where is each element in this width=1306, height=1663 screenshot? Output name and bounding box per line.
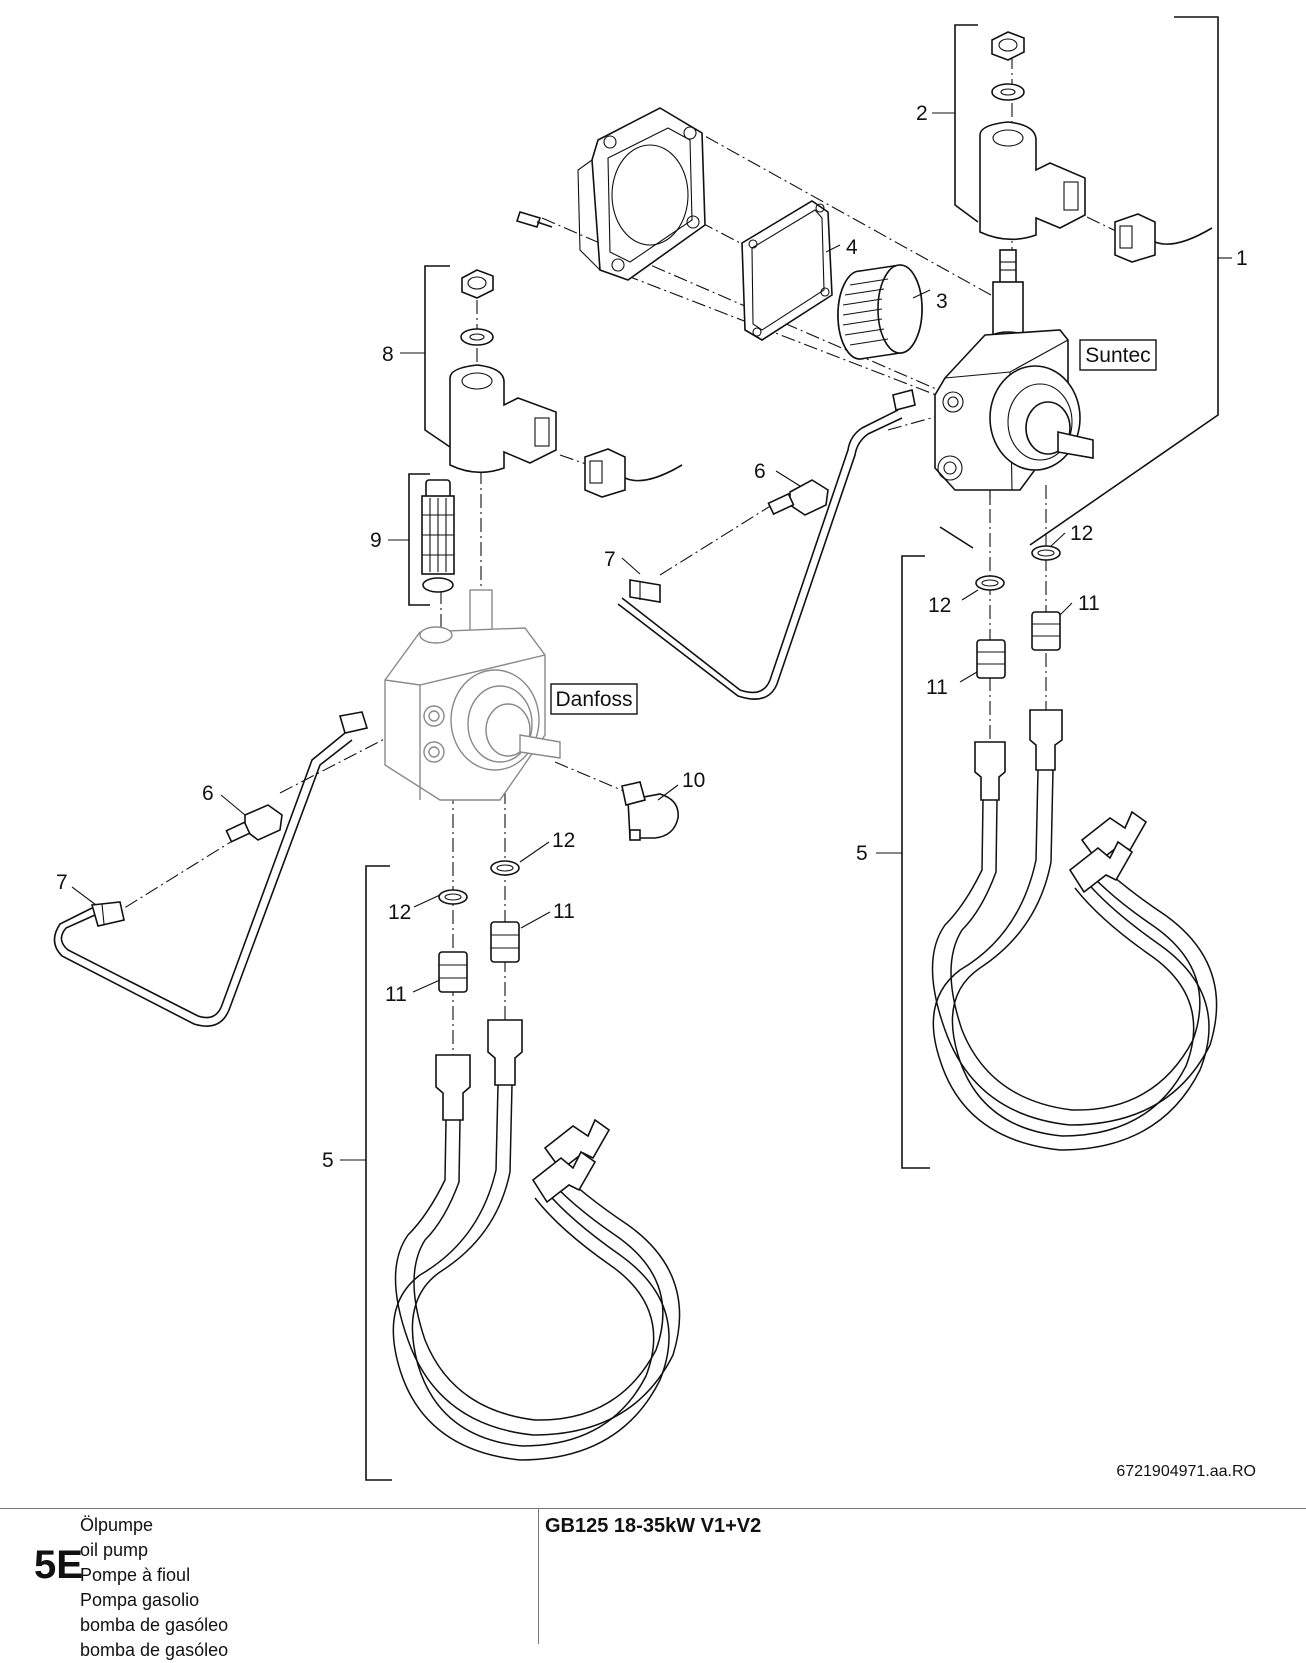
suntec-label-box bbox=[1079, 339, 1157, 371]
callout-3: 3 bbox=[936, 290, 948, 313]
part-name-de: Ölpumpe bbox=[80, 1515, 154, 1535]
pressure-pipe-right bbox=[617, 389, 916, 700]
callout-9: 9 bbox=[370, 529, 382, 552]
callout-10: 10 bbox=[682, 769, 705, 792]
solenoid-coil-8 bbox=[449, 269, 683, 498]
oil-hoses-right bbox=[931, 709, 1218, 1151]
part-name-fr: Pompe à fioul bbox=[80, 1565, 191, 1585]
left-fittings bbox=[438, 860, 520, 993]
callout-11-left-a: 11 bbox=[553, 900, 575, 923]
gasket-4 bbox=[741, 200, 833, 341]
filter-9 bbox=[421, 479, 455, 593]
callout-12-right-b: 12 bbox=[928, 594, 951, 617]
part-name-pt: bomba de gasóleo bbox=[80, 1640, 229, 1660]
suntec-pump bbox=[934, 281, 1094, 505]
part-name-list: Ölpumpe oil pump Pompe à fioul Pompa gas… bbox=[80, 1513, 228, 1663]
footer-divider bbox=[538, 1509, 539, 1644]
callout-6-right: 6 bbox=[754, 460, 766, 483]
callout-11-right-a: 11 bbox=[1078, 592, 1100, 615]
callout-5-left: 5 bbox=[322, 1149, 334, 1172]
bracket-1 bbox=[1029, 16, 1219, 546]
suntec-label: Suntec bbox=[1085, 344, 1150, 367]
plug-10 bbox=[621, 781, 679, 841]
solenoid-coil-2 bbox=[979, 31, 1213, 286]
callout-1: 1 bbox=[1236, 247, 1248, 270]
callout-12-right-a: 12 bbox=[1070, 522, 1093, 545]
danfoss-label: Danfoss bbox=[555, 688, 632, 711]
callout-6-left: 6 bbox=[202, 782, 214, 805]
callout-7-right: 7 bbox=[604, 548, 616, 571]
callout-8: 8 bbox=[382, 343, 394, 366]
danfoss-label-box bbox=[550, 683, 638, 715]
model-title: GB125 18-35kW V1+V2 bbox=[545, 1515, 762, 1537]
part-name-en: oil pump bbox=[80, 1540, 149, 1560]
pump-flange bbox=[515, 107, 706, 281]
bracket-8 bbox=[424, 265, 451, 448]
coupling-3 bbox=[837, 264, 923, 360]
callout-12-left-b: 12 bbox=[388, 901, 411, 924]
callout-11-right-b: 11 bbox=[926, 676, 948, 699]
danfoss-pump bbox=[384, 589, 561, 801]
oil-hoses-left bbox=[392, 1019, 681, 1461]
right-fittings bbox=[975, 545, 1061, 679]
bracket-2 bbox=[954, 24, 979, 223]
callout-7-left: 7 bbox=[56, 871, 68, 894]
callout-11-left-b: 11 bbox=[385, 983, 407, 1006]
callout-4: 4 bbox=[846, 236, 858, 259]
callout-2: 2 bbox=[916, 102, 928, 125]
part-name-it: Pompa gasolio bbox=[80, 1590, 200, 1610]
callout-leaders bbox=[71, 112, 1232, 1161]
callout-12-left-a: 12 bbox=[552, 829, 575, 852]
bracket-5-left bbox=[365, 865, 392, 1481]
section-code: 5E bbox=[34, 1543, 83, 1587]
part-name-es: bomba de gasóleo bbox=[80, 1615, 229, 1635]
footer: 5E Ölpumpe oil pump Pompe à fioul Pompa … bbox=[0, 1508, 1306, 1660]
exploded-parts-diagram: 1 2 3 4 8 9 6 7 10 12 12 11 11 5 6 7 12 … bbox=[53, 16, 1248, 1481]
pressure-pipe-left bbox=[53, 711, 369, 1027]
drawing-reference: 6721904971.aa.RO bbox=[1116, 1463, 1256, 1480]
callout-5-right: 5 bbox=[856, 842, 868, 865]
bracket-5-right bbox=[901, 555, 930, 1169]
